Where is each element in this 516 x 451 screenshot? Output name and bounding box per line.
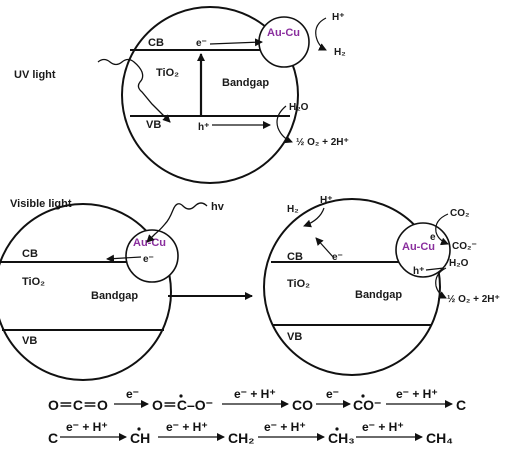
electron-transfer-arrow — [209, 38, 263, 47]
cb-label: CB — [148, 37, 164, 49]
hole-arrow — [425, 267, 445, 271]
aucu-cocatalyst — [395, 222, 451, 278]
h2-evolution-arrow — [315, 17, 327, 51]
tio2-label: TiO₂ — [287, 278, 310, 290]
tio2-particle — [263, 198, 441, 376]
uv-light-label: UV light — [14, 69, 56, 81]
arrow-label-1: e⁻ + H⁺ — [66, 420, 108, 434]
vb-label: VB — [146, 119, 161, 131]
radical-dot — [179, 394, 183, 398]
bandgap-label: Bandgap — [355, 289, 402, 301]
electron-label: e⁻ — [196, 38, 207, 49]
cb-label: CB — [287, 251, 303, 263]
h2o-label: H₂O — [289, 102, 309, 113]
arrow-label-2: e⁻ + H⁺ — [166, 420, 208, 434]
panel-uv: Au-Cu CB VB TiO₂ Bandgap e⁻ h⁺ UV light … — [14, 6, 349, 184]
o2-evolution-arrow — [276, 105, 293, 144]
electron-path-arrow — [315, 237, 335, 259]
o2-evolution-arrow — [435, 267, 447, 299]
visible-light-label: Visible light — [10, 198, 72, 210]
h-plus-label: H⁺ — [320, 195, 333, 206]
reaction-row-2: C e⁻ + H⁺ CH e⁻ + H⁺ CH₂ e⁻ + H⁺ CH₃ e⁻ … — [48, 420, 453, 446]
species-ch3-radical: CH₃ — [328, 430, 355, 446]
electron-co2-label: e — [430, 232, 436, 243]
co2-anion-label: CO₂⁻ — [452, 241, 477, 252]
species-carbon: C — [456, 397, 466, 413]
radical-dot — [361, 394, 365, 398]
visible-photon-wave — [146, 202, 208, 243]
o2-products-label: ½ O₂ + 2H⁺ — [447, 294, 500, 305]
tio2-label: TiO₂ — [156, 67, 179, 79]
vb-label: VB — [287, 331, 302, 343]
panel-visible-left: Visible light Au-Cu hv e⁻ CB VB TiO₂ Ban… — [0, 198, 225, 381]
species-ch-radical: CH — [130, 430, 150, 446]
bandgap-label: Bandgap — [91, 290, 138, 302]
cb-label: CB — [22, 248, 38, 260]
tio2-particle — [0, 203, 172, 381]
co2-label: CO₂ — [450, 208, 469, 219]
radical-dot — [137, 427, 141, 431]
aucu-cocatalyst — [258, 16, 310, 68]
radical-dot — [335, 427, 339, 431]
aucu-label: Au-Cu — [402, 241, 435, 253]
tio2-label: TiO₂ — [22, 276, 45, 288]
arrow-label-1: e⁻ — [126, 387, 139, 401]
hv-label: hv — [211, 201, 225, 213]
o2-products-label: ½ O₂ + 2H⁺ — [296, 137, 349, 148]
electron-label: e⁻ — [143, 254, 154, 265]
aucu-cocatalyst — [125, 229, 179, 283]
electron-injection-arrow — [106, 254, 142, 263]
co2-reduction-arrow — [435, 213, 449, 246]
h2-label: H₂ — [334, 47, 346, 58]
h-plus-label: H⁺ — [332, 12, 345, 23]
arrow-label-3: e⁻ + H⁺ — [264, 420, 306, 434]
arrow-label-4: e⁻ + H⁺ — [396, 387, 438, 401]
species-ch2: CH₂ — [228, 430, 254, 446]
species-carbon: C — [48, 430, 58, 446]
species-co2-radical-anion: O＝C–O⁻ — [152, 397, 213, 413]
tio2-particle — [121, 6, 299, 184]
species-ch4: CH₄ — [426, 430, 453, 446]
aucu-label: Au-Cu — [267, 27, 300, 39]
hole-label: h⁺ — [198, 122, 209, 133]
arrow-label-4: e⁻ + H⁺ — [362, 420, 404, 434]
species-co2: O＝C＝O — [48, 397, 108, 413]
aucu-label: Au-Cu — [133, 237, 166, 249]
reaction-row-1: O＝C＝O e⁻ O＝C–O⁻ e⁻ + H⁺ CO e⁻ CO⁻ e⁻ + H… — [48, 387, 466, 413]
arrow-label-3: e⁻ — [326, 387, 339, 401]
electron-cb-label: e⁻ — [332, 252, 343, 263]
hole-label: h⁺ — [413, 266, 424, 277]
bandgap-label: Bandgap — [222, 77, 269, 89]
uv-photon-wave — [97, 58, 171, 123]
panel-visible-right: Au-Cu CB VB TiO₂ Bandgap H₂ H⁺ e⁻ e CO₂ … — [263, 195, 500, 376]
h2-label: H₂ — [287, 204, 299, 215]
vb-label: VB — [22, 335, 37, 347]
h2o-label: H₂O — [449, 258, 469, 269]
arrow-label-2: e⁻ + H⁺ — [234, 387, 276, 401]
species-co-radical-anion: CO⁻ — [353, 397, 381, 413]
species-co: CO — [292, 397, 313, 413]
h2-evolution-arrow — [303, 207, 325, 228]
